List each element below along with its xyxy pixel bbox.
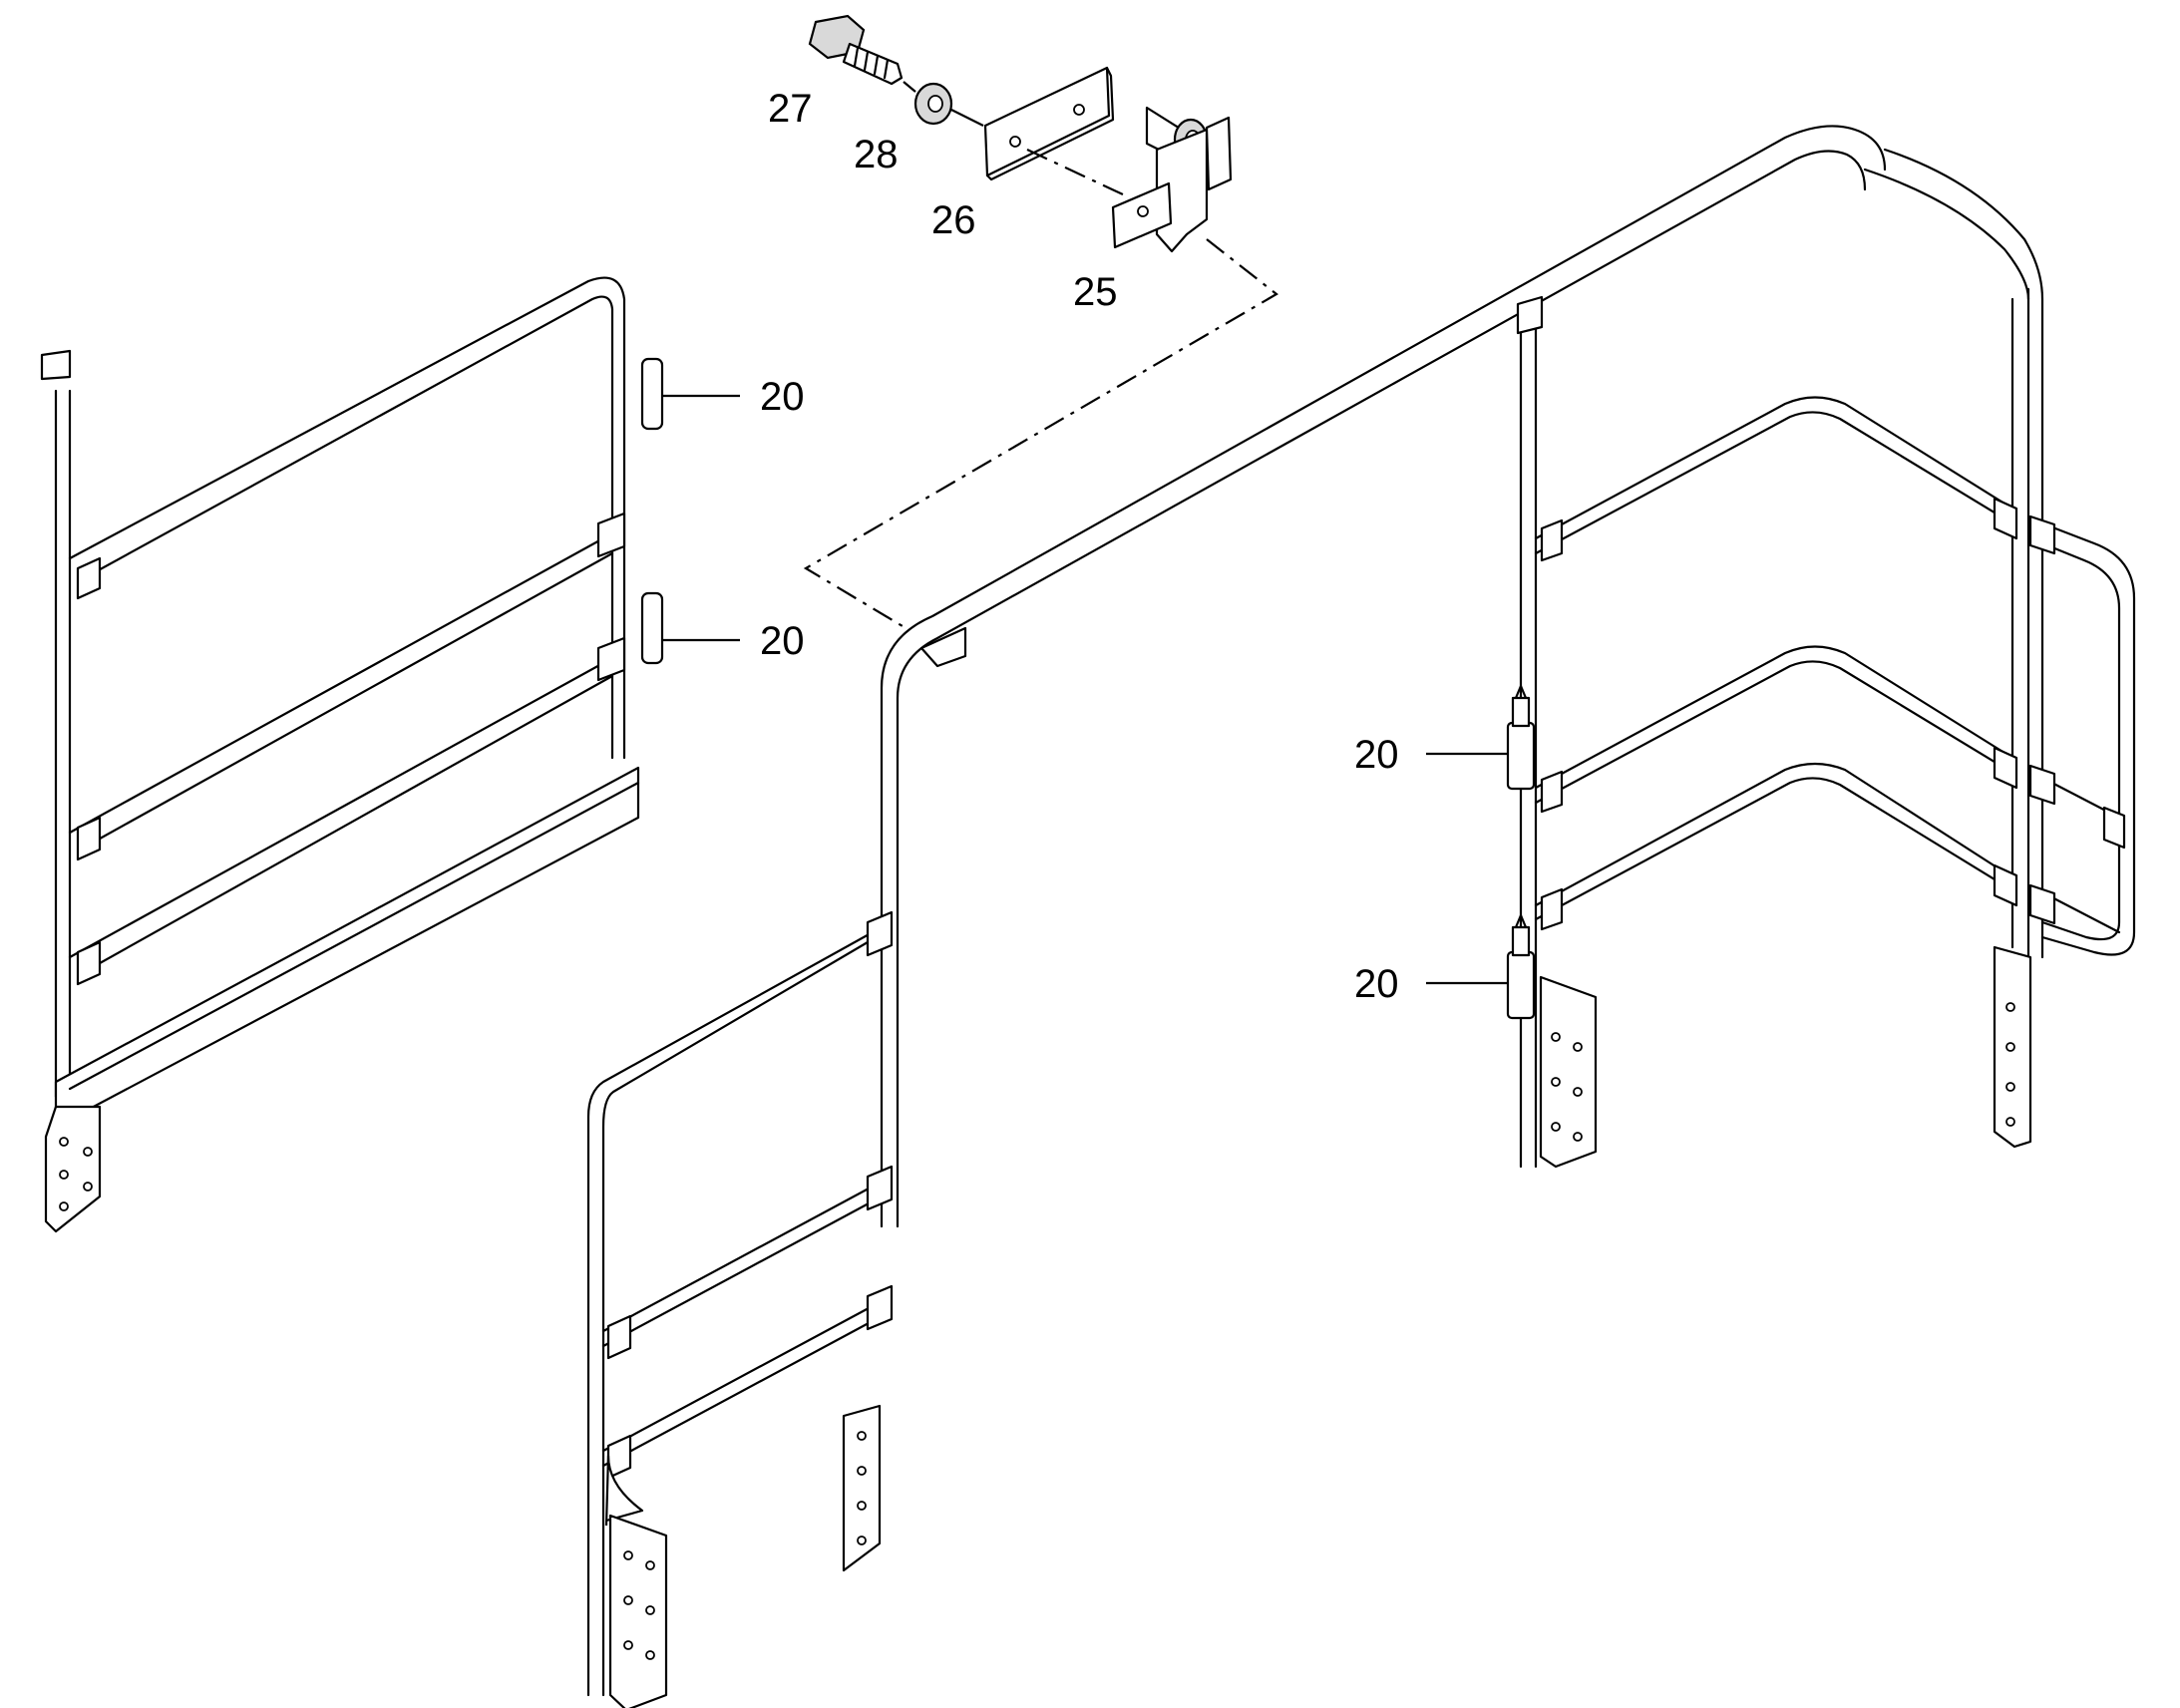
callout-leaders xyxy=(662,394,1508,985)
callout-28: 28 xyxy=(854,133,899,176)
left-gate-frame xyxy=(40,276,664,1233)
callout-27: 27 xyxy=(768,87,813,131)
callout-26: 26 xyxy=(931,198,976,242)
exploded-hardware xyxy=(803,14,1278,627)
callout-20-mid-left: 20 xyxy=(760,619,805,663)
callout-20-lower-right: 20 xyxy=(1354,962,1399,1006)
callout-25: 25 xyxy=(1073,270,1118,314)
callout-20-top-left: 20 xyxy=(760,375,805,419)
callout-20-upper-right: 20 xyxy=(1354,733,1399,777)
main-handrail-frame xyxy=(586,125,2136,1708)
